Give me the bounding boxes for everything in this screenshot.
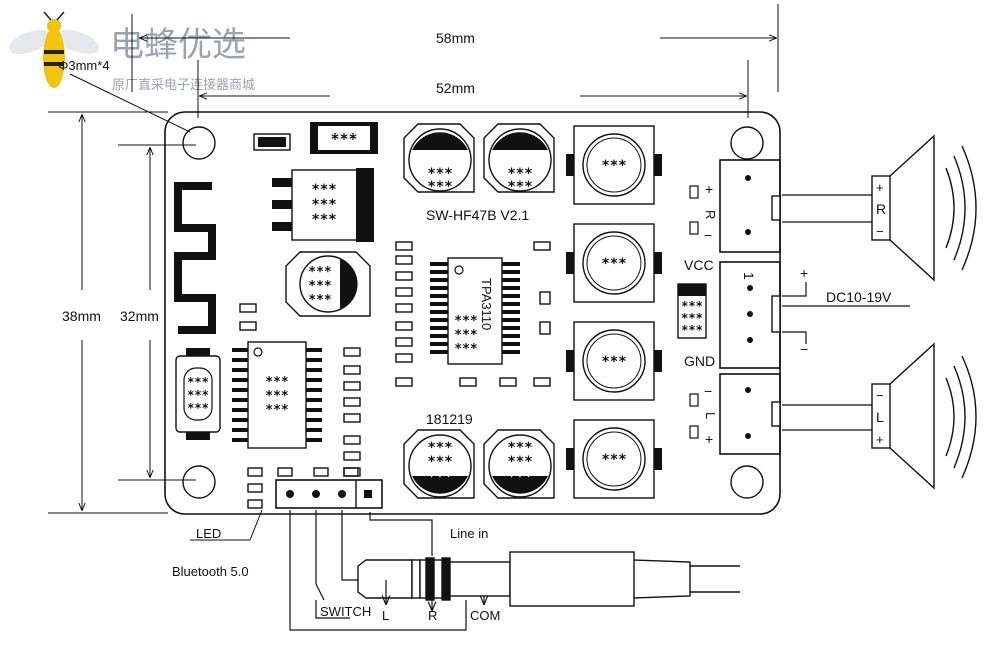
capacitor-bottom-2: *** *** *** [483, 429, 555, 499]
svg-text:***: *** [601, 158, 626, 174]
diode-top: *** [310, 122, 378, 154]
svg-text:***: *** [187, 401, 209, 415]
svg-text:***: *** [308, 279, 332, 294]
bee-logo-icon [9, 11, 99, 88]
svg-text:−: − [800, 341, 808, 357]
dimension-height-outer: 38mm [62, 308, 101, 324]
svg-text:L: L [876, 409, 884, 425]
svg-text:+: + [705, 181, 713, 197]
capacitor-bottom-1: *** *** *** [403, 429, 475, 499]
svg-text:***: *** [427, 179, 452, 195]
svg-text:***: *** [187, 375, 209, 389]
svg-text:***: *** [311, 212, 336, 228]
svg-text:+: + [876, 432, 884, 447]
svg-text:***: *** [265, 389, 289, 404]
power-connector [719, 261, 781, 369]
bluetooth-label: Bluetooth 5.0 [172, 564, 249, 579]
svg-text:***: *** [311, 182, 336, 198]
watermark-tagline: 原厂直采电子连接器商城 [112, 77, 255, 93]
power-input-label: DC10-19V [826, 289, 892, 305]
dimension-height-inner: 32mm [120, 308, 159, 324]
svg-text:***: *** [507, 179, 532, 195]
svg-text:+: + [705, 431, 713, 447]
dimension-width-inner: 52mm [436, 80, 475, 96]
chip-label: TPA3110 [479, 278, 494, 330]
svg-text:***: *** [265, 403, 289, 418]
dimension-width-outer: 58mm [436, 30, 475, 46]
svg-text:***: *** [454, 314, 478, 329]
svg-text:***: *** [427, 152, 452, 168]
inductor-2: *** [566, 223, 662, 303]
svg-text:+: + [800, 265, 808, 281]
right-speaker-icon [871, 134, 977, 282]
audio-jack-icon [357, 551, 740, 607]
gnd-label: GND [684, 353, 715, 369]
inductor-1: *** [566, 125, 662, 205]
bluetooth-antenna-icon [174, 182, 216, 334]
svg-text:***: *** [601, 354, 626, 370]
svg-text:***: *** [507, 440, 532, 456]
bluetooth-ic: *** *** *** [232, 341, 322, 449]
svg-text:−: − [876, 224, 884, 239]
date-code-label: 181219 [426, 411, 473, 427]
svg-text:***: *** [681, 323, 703, 337]
led-label: LED [196, 526, 221, 541]
svg-text:−: − [876, 388, 884, 403]
svg-text:***: *** [330, 130, 357, 148]
regulator-chip: *** *** *** [272, 168, 374, 242]
jack-com-label: COM [470, 608, 500, 623]
svg-text:***: *** [308, 293, 332, 308]
svg-text:***: *** [454, 328, 478, 343]
vcc-label: VCC [684, 257, 714, 273]
svg-text:***: *** [427, 166, 452, 182]
line-in-label: Line in [450, 526, 488, 541]
left-speaker-icon [871, 342, 977, 490]
switch-label: SWITCH [320, 604, 371, 619]
crystal-oscillator: *** *** *** [175, 348, 221, 440]
power-diode: *** *** *** [677, 283, 707, 339]
svg-text:***: *** [427, 454, 452, 470]
svg-text:***: *** [187, 388, 209, 402]
svg-text:−: − [704, 227, 712, 243]
pin1-label: 1 [741, 272, 757, 280]
jack-wiring [289, 510, 484, 631]
svg-text:***: *** [308, 265, 332, 280]
capacitor-top-2: *** *** *** [483, 123, 555, 195]
svg-text:R: R [876, 201, 886, 217]
svg-text:R: R [703, 210, 718, 219]
svg-text:***: *** [454, 342, 478, 357]
tpa3110-chip: TPA3110 *** *** *** [430, 257, 520, 365]
jack-l-label: L [382, 608, 389, 623]
svg-text:+: + [876, 180, 884, 195]
svg-text:***: *** [427, 469, 452, 485]
svg-text:***: *** [507, 454, 532, 470]
mounting-holes [182, 126, 764, 499]
svg-text:***: *** [681, 299, 703, 313]
svg-text:***: *** [507, 469, 532, 485]
svg-text:***: *** [427, 440, 452, 456]
svg-text:***: *** [601, 452, 626, 468]
jack-r-label: R [428, 608, 437, 623]
svg-text:***: *** [507, 166, 532, 182]
svg-text:L: L [703, 412, 718, 419]
svg-text:***: *** [681, 311, 703, 325]
led-pads [247, 483, 263, 509]
svg-text:−: − [704, 383, 712, 399]
hole-spec-label: Φ3mm*4 [58, 58, 110, 73]
svg-text:***: *** [507, 152, 532, 168]
capacitor-top-1: *** *** *** [403, 123, 475, 195]
capacitor-left: *** *** *** [285, 251, 371, 317]
board-model-label: SW-HF47B V2.1 [426, 207, 529, 223]
svg-text:***: *** [601, 256, 626, 272]
left-speaker-connector [689, 373, 781, 455]
right-speaker-connector [689, 159, 781, 253]
watermark-brand: 电蜂优选 [110, 25, 246, 65]
svg-text:***: *** [265, 375, 289, 390]
inductor-4: *** [566, 419, 662, 499]
svg-text:***: *** [311, 197, 336, 213]
inductor-3: *** [566, 321, 662, 401]
line-in-header [275, 479, 383, 509]
